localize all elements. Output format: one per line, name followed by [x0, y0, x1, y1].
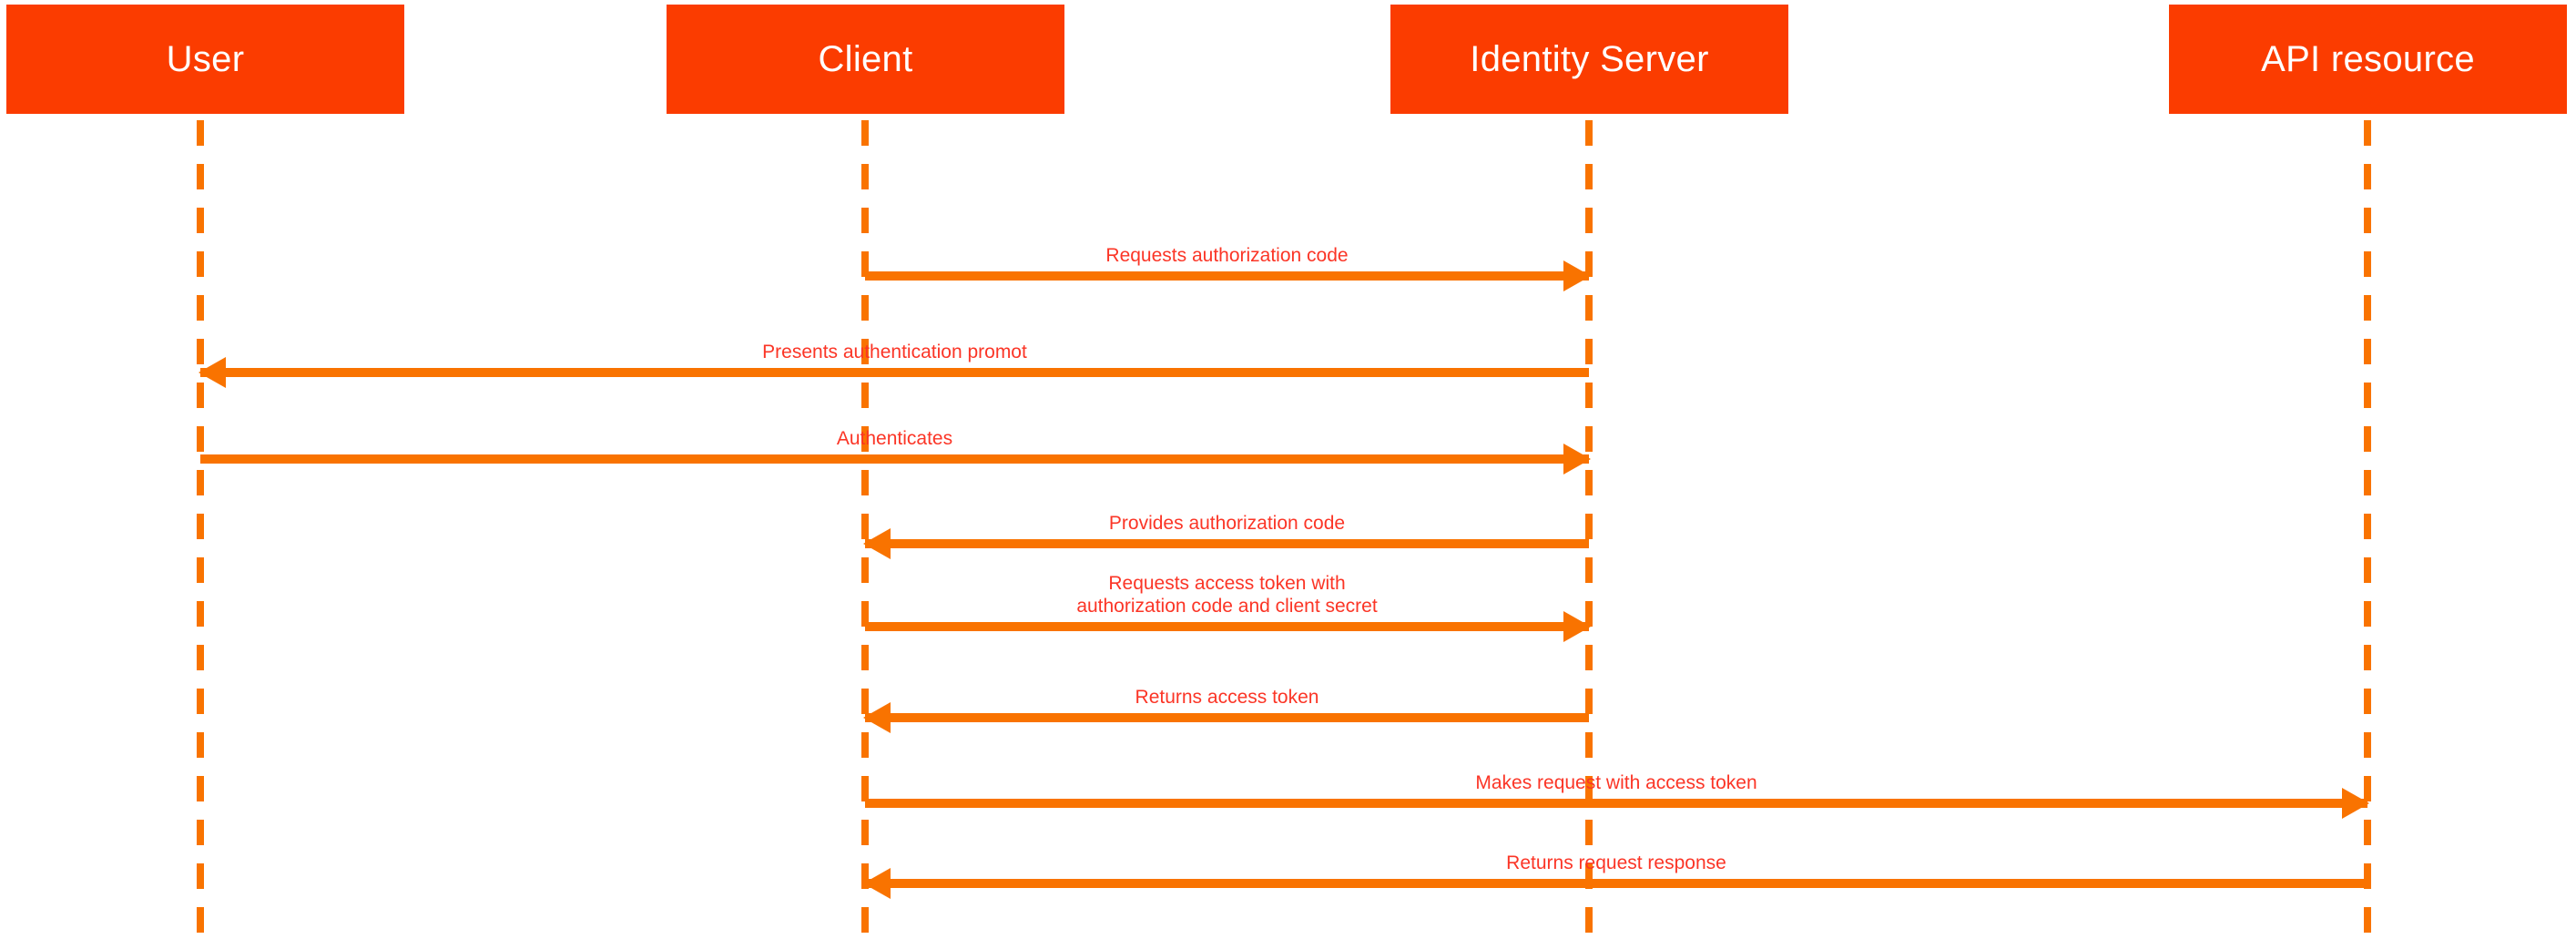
message-line-m4 [865, 539, 1589, 548]
arrowhead-left-icon [863, 528, 891, 559]
message-label-m7: Makes request with access token [1475, 771, 1757, 793]
arrowhead-right-icon [2342, 788, 2369, 819]
arrowhead-right-icon [1563, 260, 1591, 291]
lifeline-identity-server [1585, 120, 1593, 939]
message-line-m3 [200, 454, 1589, 464]
participant-label-identity-server: Identity Server [1470, 39, 1709, 79]
message-label-m8: Returns request response [1506, 852, 1726, 873]
message-label-m2: Presents authentication promot [762, 341, 1027, 362]
message-line-m6 [865, 713, 1589, 722]
message-line-m1 [865, 271, 1589, 281]
message-line-m2 [200, 368, 1589, 377]
participant-label-client: Client [818, 39, 913, 79]
message-line-m7 [865, 799, 2367, 808]
arrowhead-left-icon [863, 868, 891, 899]
participant-label-api-resource: API resource [2261, 39, 2475, 79]
lifeline-user [197, 120, 204, 939]
message-label-m3: Authenticates [836, 427, 953, 449]
arrowhead-right-icon [1563, 611, 1591, 642]
participant-box-api-resource: API resource [2169, 5, 2567, 114]
message-line-m8 [865, 879, 2367, 888]
message-label-m5: Requests access token with authorization… [1076, 573, 1378, 617]
participant-box-identity-server: Identity Server [1390, 5, 1788, 114]
message-label-m1: Requests authorization code [1105, 244, 1349, 266]
participant-label-user: User [166, 39, 245, 79]
message-label-m4: Provides authorization code [1108, 512, 1346, 534]
participant-box-client: Client [667, 5, 1064, 114]
arrowhead-left-icon [863, 702, 891, 733]
participant-box-user: User [6, 5, 404, 114]
arrowhead-right-icon [1563, 444, 1591, 475]
lifeline-api-resource [2364, 120, 2371, 939]
message-line-m5 [865, 622, 1589, 631]
arrowhead-left-icon [199, 357, 226, 388]
message-label-m6: Returns access token [1135, 686, 1319, 708]
